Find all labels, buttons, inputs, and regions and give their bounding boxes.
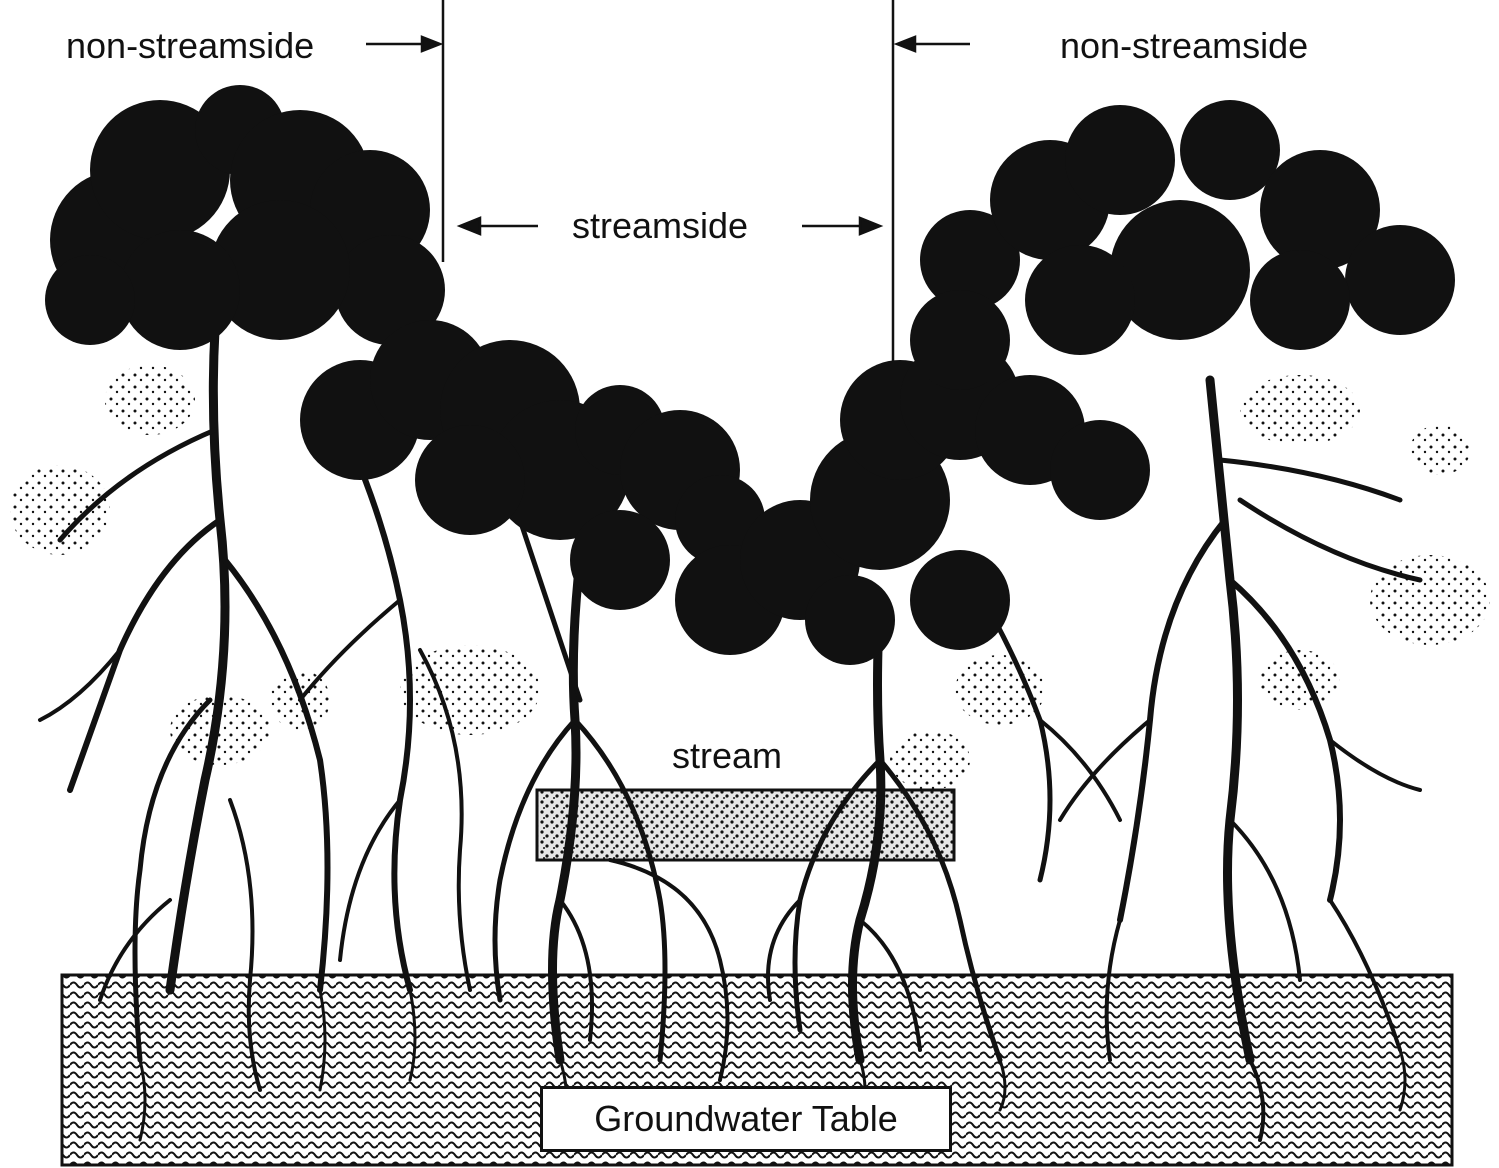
label-groundwater-table: Groundwater Table xyxy=(594,1101,898,1137)
label-non-streamside-right: non-streamside xyxy=(1060,28,1308,64)
arrow-streamside-right xyxy=(802,218,880,234)
arrow-non-streamside-right xyxy=(897,37,970,51)
arrow-streamside-left xyxy=(460,218,538,234)
stream-bed xyxy=(537,790,954,860)
label-streamside: streamside xyxy=(572,208,748,244)
label-non-streamside-left: non-streamside xyxy=(66,28,314,64)
arrow-non-streamside-left xyxy=(366,37,440,51)
groundwater-table-label-box: Groundwater Table xyxy=(540,1086,952,1152)
tree-canopies xyxy=(45,85,1455,665)
label-stream: stream xyxy=(672,738,782,774)
